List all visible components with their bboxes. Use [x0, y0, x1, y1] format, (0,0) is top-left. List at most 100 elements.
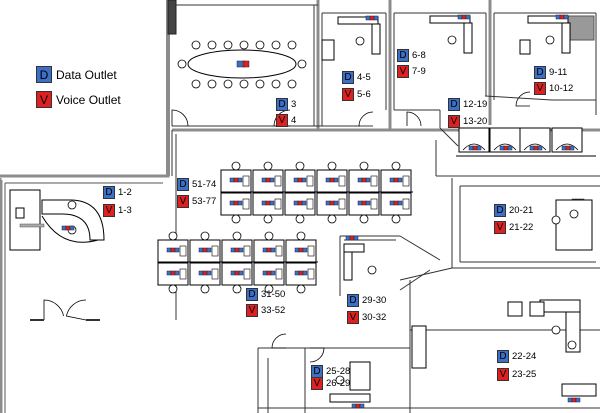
data-jack [365, 15, 371, 21]
chair [263, 214, 273, 224]
voice-jack [266, 270, 272, 276]
chair [567, 340, 577, 350]
data-jack [293, 177, 299, 183]
data-jack [569, 145, 575, 151]
data-jack [365, 177, 371, 183]
data-jack [567, 397, 573, 403]
data-jack [262, 247, 268, 253]
voice-jack [242, 60, 250, 68]
partition [399, 267, 453, 281]
desk [555, 199, 593, 251]
chair [296, 231, 306, 241]
chair [447, 35, 457, 45]
chair [191, 40, 201, 50]
voice-outlet-icon: V [311, 377, 323, 390]
data-jack [397, 177, 403, 183]
workstation-return [306, 198, 314, 210]
chair [327, 214, 337, 224]
data-jack [294, 247, 300, 253]
desk [527, 15, 569, 24]
voice-outlet-icon: V [36, 91, 52, 108]
data-jack [345, 235, 351, 241]
voice-outlet-icon: V [347, 311, 359, 324]
data-jack [237, 177, 243, 183]
data-jack [262, 270, 268, 276]
voice-jack [298, 270, 304, 276]
data-outlet-icon: D [448, 98, 460, 111]
data-outlet-icon: D [177, 178, 189, 191]
data-jack [270, 247, 276, 253]
data-jack [238, 247, 244, 253]
data-jack [325, 177, 331, 183]
side-table [321, 39, 335, 61]
voice-jack [571, 397, 577, 403]
chair [168, 284, 178, 294]
data-jack [365, 200, 371, 206]
chair [551, 215, 561, 225]
chair [555, 143, 579, 151]
door-swing [358, 111, 374, 127]
voice-outlet-icon: V [246, 304, 258, 317]
data-outlet-icon: D [36, 66, 52, 83]
chair [271, 79, 281, 89]
workstation-return [243, 268, 251, 280]
data-jack [301, 200, 307, 206]
voice-outlet-icon: V [448, 115, 460, 128]
chair [232, 284, 242, 294]
voice-outlet-icon: V [534, 82, 546, 95]
chair [239, 40, 249, 50]
reception-counter [41, 215, 99, 243]
workstation-return [338, 175, 346, 187]
voice-outlet-icon: V [494, 221, 506, 234]
voice-jack [234, 247, 240, 253]
chair [295, 214, 305, 224]
data-jack [325, 200, 331, 206]
data-jack [507, 145, 513, 151]
workstation-return [307, 268, 315, 280]
partition [399, 235, 441, 261]
data-jack [555, 14, 561, 20]
desk [463, 22, 473, 54]
desk [329, 393, 371, 403]
data-jack [476, 145, 482, 151]
data-jack [351, 403, 357, 409]
sofa [411, 325, 427, 369]
data-jack [389, 200, 395, 206]
data-jack [261, 200, 267, 206]
workstation-return [211, 245, 219, 257]
voice-jack [265, 177, 271, 183]
chair [493, 143, 517, 151]
data-outlet-icon: D [497, 350, 509, 363]
chair [359, 214, 369, 224]
chair [335, 375, 345, 385]
desk [337, 16, 379, 25]
chair [297, 59, 307, 69]
voice-jack [297, 200, 303, 206]
workstation-return [242, 198, 250, 210]
chair [327, 161, 337, 171]
data-jack [229, 200, 235, 206]
data-jack [333, 177, 339, 183]
voice-jack [329, 177, 335, 183]
voice-jack [298, 247, 304, 253]
workstation-return [179, 268, 187, 280]
workstation-return [370, 198, 378, 210]
workstation-return [275, 245, 283, 257]
data-jack [269, 177, 275, 183]
data-outlet-icon: D [246, 288, 258, 301]
data-jack [69, 225, 75, 231]
workstation-return [338, 198, 346, 210]
data-jack [563, 14, 569, 20]
workstation-return [307, 245, 315, 257]
workstation-return [242, 175, 250, 187]
door-swing [309, 347, 325, 363]
